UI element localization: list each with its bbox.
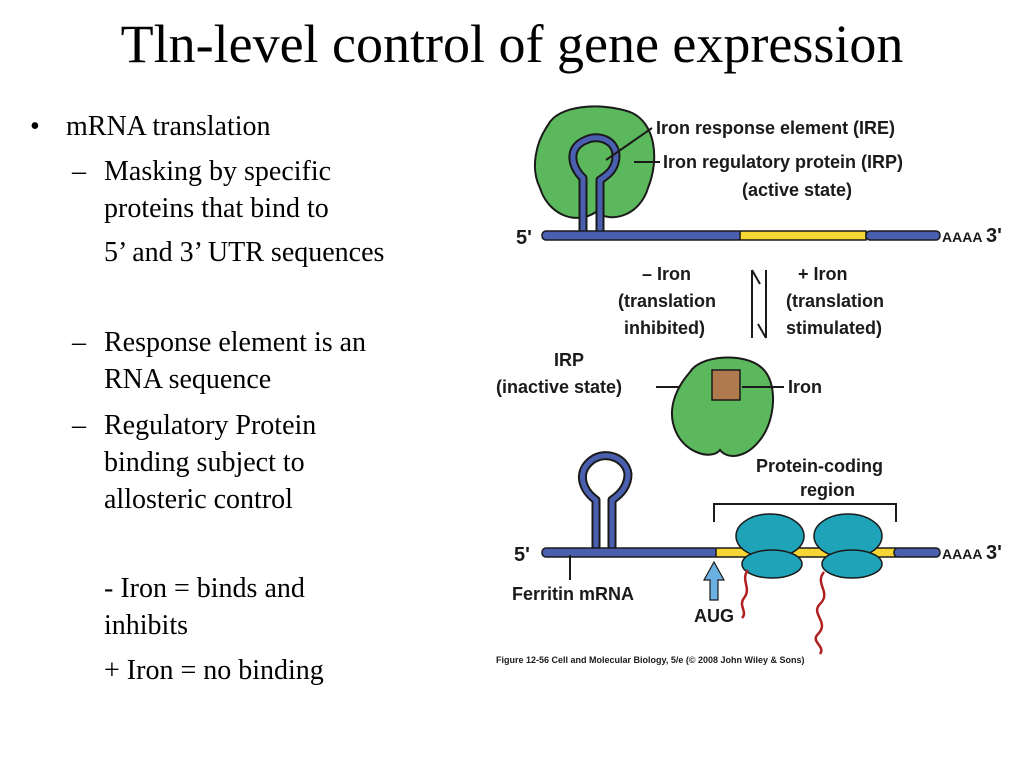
iron-plus-line: + Iron = no binding (104, 655, 324, 686)
irp-inactive-protein (671, 356, 774, 457)
dash-3: – (72, 410, 86, 441)
aug-arrow (702, 560, 726, 601)
slide-title: Tln-level control of gene expression (120, 14, 904, 74)
irp-active-protein (533, 105, 656, 219)
sub-bullet-response-1: Response element is an (104, 327, 367, 358)
plus-iron-label-2: (translation (786, 291, 884, 311)
aug-label: AUG (694, 606, 734, 626)
five-prime-bottom: 5' (514, 544, 530, 566)
ferritin-mrna-label: Ferritin mRNA (512, 584, 634, 604)
mrna-bottom-5utr (541, 547, 719, 558)
bullet-main: mRNA translation (66, 111, 271, 142)
five-prime-top: 5' (516, 227, 532, 249)
irp-inactive-label-2: (inactive state) (496, 377, 622, 397)
irp-active-label-1: Iron regulatory protein (IRP) (663, 152, 903, 172)
minus-iron-label-2: (translation (618, 291, 716, 311)
minus-iron-label-3: inhibited) (624, 318, 705, 338)
ribosome-1-small (741, 549, 803, 579)
sub-bullet-response-2: RNA sequence (104, 364, 272, 395)
sub-bullet-masking-1: Masking by specific (104, 156, 332, 187)
mrna-bottom-3utr (893, 547, 941, 558)
polya-bottom: AAAA (942, 546, 982, 562)
peptide-2 (814, 571, 826, 655)
sub-bullet-masking-3: 5’ and 3’ UTR sequences (104, 237, 385, 268)
dash-2: – (72, 327, 86, 358)
iron-square (711, 369, 741, 401)
plus-iron-label-1: + Iron (798, 264, 848, 284)
sub-bullet-regulatory-2: binding subject to (104, 447, 305, 478)
irp-active-label-2: (active state) (742, 180, 852, 200)
bullet-dot: • (30, 111, 40, 142)
three-prime-top: 3' (986, 225, 1002, 247)
ire-label: Iron response element (IRE) (656, 118, 895, 138)
coding-region-label-1: Protein-coding (756, 456, 883, 476)
irp-inactive-label-1: IRP (554, 350, 584, 370)
ire-hairpin-free (578, 451, 633, 553)
iron-minus-line-2: inhibits (104, 610, 189, 641)
sub-bullet-regulatory-3: allosteric control (104, 484, 293, 515)
sub-bullet-masking-2: proteins that bind to (104, 193, 329, 224)
dash-1: – (72, 156, 86, 187)
peptide-1 (740, 569, 750, 619)
plus-iron-label-3: stimulated) (786, 318, 882, 338)
polya-top: AAAA (942, 229, 982, 245)
sub-bullet-regulatory-1: Regulatory Protein (104, 410, 317, 441)
ribosome-2-small (821, 549, 883, 579)
iron-minus-line-1: - Iron = binds and (104, 573, 305, 604)
coding-region-label-2: region (800, 480, 855, 500)
mrna-top-3utr (865, 230, 941, 241)
coding-region-bracket (713, 503, 897, 522)
figure-caption: Figure 12-56 Cell and Molecular Biology,… (496, 655, 804, 665)
minus-iron-label-1: – Iron (642, 264, 691, 284)
iron-label: Iron (788, 377, 822, 397)
mrna-top-5utr (541, 230, 743, 241)
three-prime-bottom: 3' (986, 542, 1002, 564)
mrna-top-coding (739, 230, 867, 241)
